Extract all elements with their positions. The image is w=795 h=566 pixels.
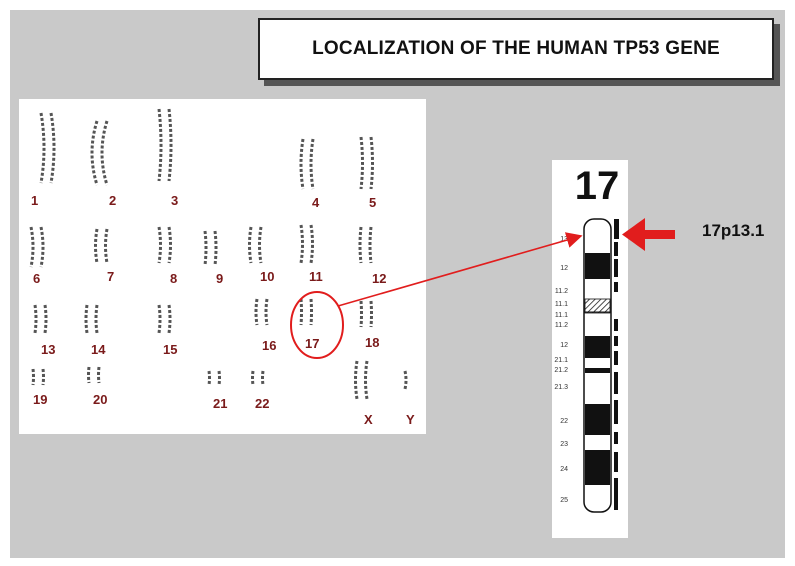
band-label: 11.2 (554, 288, 568, 295)
chr-label-7: 7 (107, 269, 115, 284)
band-label: 13 (560, 236, 568, 243)
chromosome-pair (33, 304, 48, 334)
chromosome-pair (157, 304, 172, 334)
ideogram-chromosome-number: 17 (574, 164, 620, 208)
chr-label-16: 16 (262, 338, 277, 353)
chr-label-14: 14 (91, 342, 106, 357)
chromosome-pair (359, 136, 374, 190)
chromosome-pair (31, 368, 45, 386)
band-label: 21.1 (554, 357, 568, 364)
chromosome-pair (94, 228, 109, 264)
chromosome-pair (157, 108, 173, 182)
chromosome-pair (299, 224, 314, 264)
chr-label-5: 5 (369, 195, 377, 210)
band-label: 11.1 (554, 301, 568, 308)
chromosome-pair (251, 370, 265, 386)
chromosome-pair (207, 370, 221, 386)
chr-label-3: 3 (171, 193, 179, 208)
chromosome-pair (359, 300, 373, 328)
slide-title-text: LOCALIZATION OF THE HUMAN TP53 GENE (312, 38, 720, 59)
band-label: 11.1 (554, 312, 568, 319)
karyotype-chromosomes (29, 108, 408, 400)
chromosome-pair (299, 138, 315, 190)
chromosome-pair (203, 230, 218, 266)
chromosome-pair (358, 226, 373, 264)
chr-label-y: Y (406, 412, 415, 427)
chr-label-8: 8 (170, 271, 178, 286)
band-label: 21.2 (554, 367, 568, 374)
chromosome-pair (254, 298, 269, 326)
karyotype-panel: 1 2 3 4 5 6 7 8 9 10 11 12 13 14 15 16 1… (19, 99, 426, 434)
slide-title: LOCALIZATION OF THE HUMAN TP53 GENE (258, 18, 774, 80)
band-label: 12 (560, 342, 568, 349)
band-label: 23 (560, 441, 568, 448)
chr-label-9: 9 (216, 271, 224, 286)
chromosome-pair (87, 366, 101, 384)
chromosome-pair (84, 304, 99, 334)
chromosome-pair (39, 112, 56, 184)
band-label: 11.2 (554, 322, 568, 329)
chromosome-pair (157, 226, 172, 264)
chromosome-pair (90, 120, 109, 186)
chr-label-1: 1 (31, 193, 39, 208)
band-label: 12 (560, 265, 568, 272)
chr-label-19: 19 (33, 392, 48, 407)
chr-label-6: 6 (33, 271, 41, 286)
chr-label-2: 2 (109, 193, 117, 208)
chr-label-15: 15 (163, 342, 178, 357)
band-label: 24 (560, 466, 568, 473)
locus-label: 17p13.1 (702, 221, 765, 240)
chr-label-x: X (364, 412, 373, 427)
chr-label-17: 17 (305, 336, 320, 351)
chromosome-pair (29, 226, 45, 268)
chr-label-11: 11 (309, 269, 323, 284)
chr-label-21: 21 (213, 396, 228, 411)
band-label: 25 (560, 497, 568, 504)
chr-label-22: 22 (255, 396, 270, 411)
chromosome-pair (403, 370, 408, 390)
ideogram-panel (552, 160, 628, 538)
chr-label-12: 12 (372, 271, 387, 286)
band-label: 21.3 (554, 384, 568, 391)
chr-label-13: 13 (41, 342, 56, 357)
chr-label-20: 20 (93, 392, 108, 407)
chromosome-pair (299, 298, 313, 326)
chromosome-pair (354, 360, 369, 400)
chromosome-pair (248, 226, 263, 264)
chr-label-18: 18 (365, 335, 380, 350)
chr-label-10: 10 (260, 269, 275, 284)
band-label: 22 (560, 418, 568, 425)
chr-label-4: 4 (312, 195, 320, 210)
